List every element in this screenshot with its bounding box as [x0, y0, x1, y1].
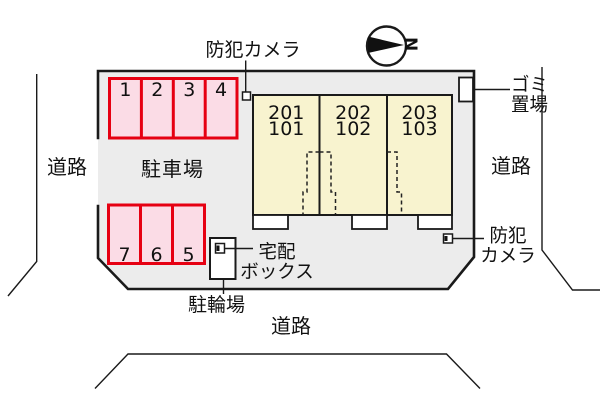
- entrance-step-unit-201: [252, 214, 289, 230]
- parking-lot-label: 駐車場: [141, 157, 204, 181]
- stall-number-4: 4: [215, 79, 228, 101]
- security-camera-top-label: 防犯カメラ: [205, 39, 301, 61]
- stair-dashed-unit-203: [387, 151, 403, 214]
- stall-number-5: 5: [182, 244, 195, 266]
- delivery-box-tick: [216, 245, 220, 251]
- stall-number-2: 2: [151, 79, 164, 101]
- garbage-label-line2: 置場: [511, 94, 549, 116]
- stall-number-1: 1: [119, 79, 132, 101]
- bicycle-parking-label: 駐輪場: [188, 294, 246, 316]
- building-partition-lines: [318, 95, 388, 215]
- security-camera-right-label: 防犯 カメラ: [476, 227, 540, 267]
- unit-label-203-103: 203 103: [387, 102, 452, 140]
- stall-number-3: 3: [183, 79, 196, 101]
- parking-dividers-top: [139, 78, 207, 138]
- garbage-label-line1: ゴミ: [511, 75, 549, 96]
- road-label-left: 道路: [47, 155, 87, 179]
- north-arrow-icon: [368, 36, 404, 53]
- road-label-right: 道路: [491, 154, 531, 178]
- unit-203: 203: [401, 102, 438, 124]
- delivery-box-line2: ボックス: [240, 261, 314, 283]
- entrance-step-unit-203: [417, 214, 453, 230]
- garbage-label: ゴミ 置場: [511, 76, 548, 115]
- road-edge-left: [7, 74, 38, 297]
- building-outline: [252, 94, 453, 216]
- unit-102: 102: [335, 117, 372, 140]
- parking-block-bottom: [107, 203, 206, 265]
- security-camera-right-line2: カメラ: [480, 246, 536, 267]
- road-label-bottom: 道路: [271, 314, 311, 338]
- compass-north-letter: N: [400, 37, 420, 52]
- unit-label-202-102: 202 102: [320, 102, 388, 140]
- security-camera-top-icon: [241, 91, 252, 101]
- road-edge-bottom: [94, 353, 481, 389]
- unit-202: 202: [335, 102, 372, 124]
- garbage-area-rect: [458, 76, 474, 103]
- security-camera-right-tick: [444, 236, 448, 241]
- lot-outline: [96, 69, 476, 291]
- stair-dashed-unit-202: [319, 151, 337, 214]
- stall-number-6: 6: [150, 244, 163, 266]
- stall-number-7: 7: [118, 244, 131, 266]
- unit-103: 103: [401, 117, 438, 140]
- delivery-box-label: 宅配 ボックス: [239, 243, 315, 282]
- entrance-step-unit-202: [351, 214, 388, 230]
- security-camera-right-line1: 防犯: [489, 226, 527, 247]
- stair-dashed-unit-201: [302, 151, 320, 214]
- unit-201: 201: [268, 102, 305, 124]
- parking-dividers-bottom: [139, 205, 174, 264]
- road-edge-right: [541, 67, 600, 291]
- delivery-box-line1: 宅配: [258, 242, 296, 263]
- unit-label-201-101: 201 101: [253, 102, 320, 140]
- unit-101: 101: [268, 117, 305, 140]
